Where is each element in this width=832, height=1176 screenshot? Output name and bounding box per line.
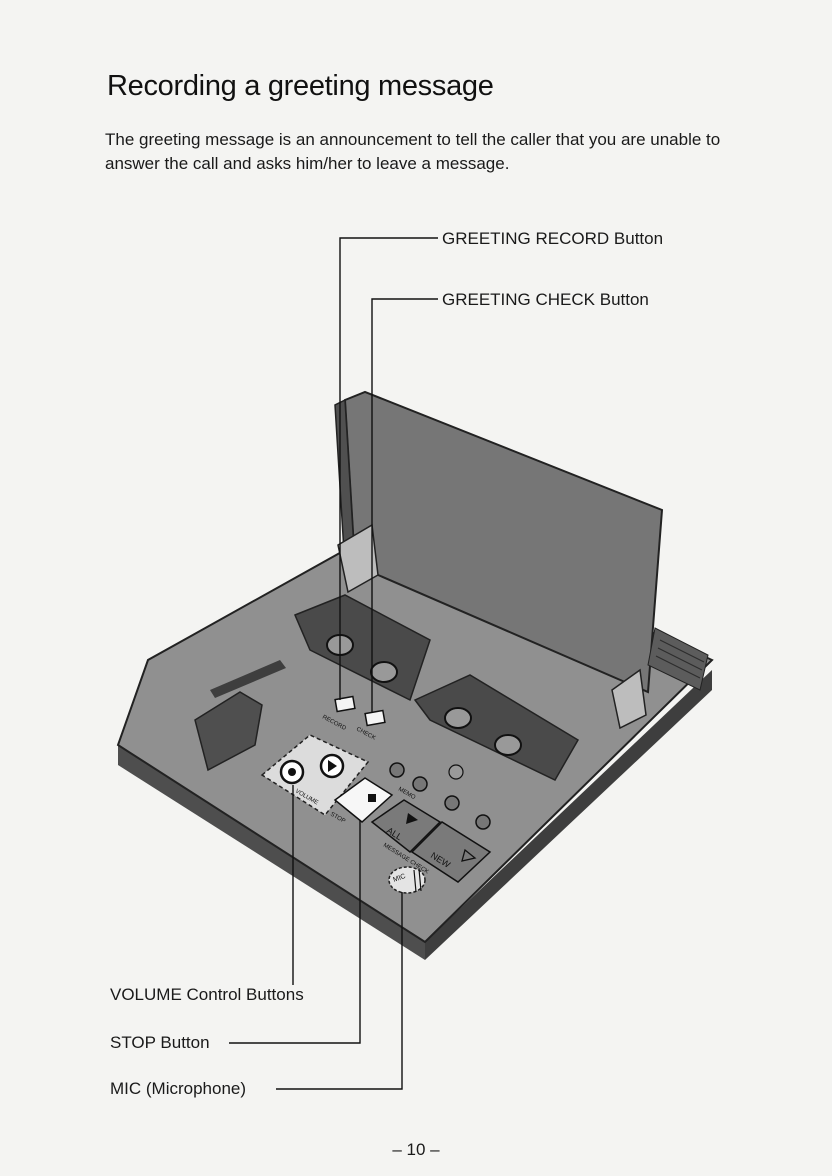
memory-code-button[interactable] bbox=[448, 764, 464, 780]
device-front-side bbox=[118, 745, 425, 960]
callout-mic: MIC (Microphone) bbox=[110, 1079, 247, 1098]
round-button-3[interactable] bbox=[475, 814, 491, 830]
leader-greeting-check bbox=[371, 298, 438, 713]
round-button-1[interactable] bbox=[389, 762, 405, 778]
callout-greeting-check: GREETING CHECK Button bbox=[442, 290, 649, 309]
message-check-new-button[interactable] bbox=[410, 821, 492, 883]
lid-hinge-right bbox=[611, 668, 647, 730]
cassette-well-messages bbox=[413, 674, 580, 781]
page-title: Recording a greeting message bbox=[107, 70, 494, 102]
callout-volume: VOLUME Control Buttons bbox=[110, 985, 304, 1004]
callout-stop: STOP Button bbox=[110, 1033, 210, 1052]
volume-panel bbox=[260, 734, 370, 816]
display-window bbox=[194, 691, 263, 772]
mic-label: MIC bbox=[392, 873, 406, 884]
leader-mic bbox=[276, 892, 403, 1090]
lid-hinge-left bbox=[337, 523, 379, 594]
greeting-check-button[interactable] bbox=[364, 709, 386, 727]
greeting-record-button[interactable] bbox=[334, 695, 356, 713]
intro-paragraph: The greeting message is an announcement … bbox=[105, 130, 721, 173]
page-number: – 10 – bbox=[392, 1140, 440, 1159]
leader-stop bbox=[229, 820, 361, 1044]
leader-greeting-record bbox=[339, 237, 438, 700]
device-right-side bbox=[425, 670, 712, 960]
round-button-2[interactable] bbox=[444, 795, 460, 811]
message-check-all-button[interactable] bbox=[370, 799, 442, 854]
stop-button[interactable] bbox=[333, 777, 394, 823]
callout-greeting-record: GREETING RECORD Button bbox=[442, 229, 664, 248]
memo-button[interactable] bbox=[412, 776, 428, 792]
